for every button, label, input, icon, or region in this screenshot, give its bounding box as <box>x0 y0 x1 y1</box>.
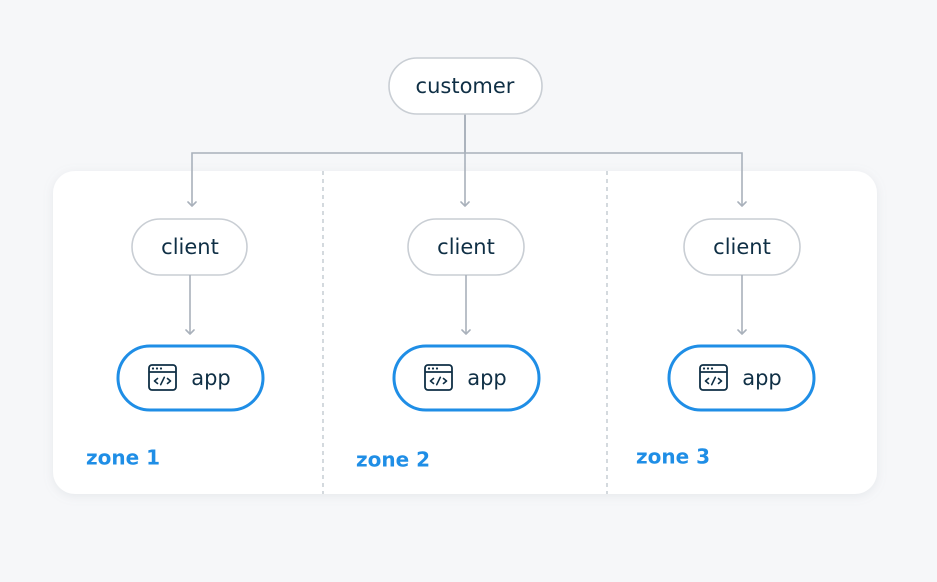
zone-label-1: zone 1 <box>86 446 160 470</box>
zone-label-2: zone 2 <box>356 448 430 472</box>
code-window-icon <box>699 364 728 391</box>
client-label-3: client <box>713 235 771 259</box>
zone-label-3: zone 3 <box>636 445 710 469</box>
customer-node <box>388 57 543 115</box>
app-label-1: app <box>191 366 231 390</box>
code-window-icon <box>148 364 177 391</box>
code-window-icon <box>424 364 453 391</box>
app-node-2 <box>392 344 541 412</box>
customer-to-client-connector-3 <box>464 114 747 207</box>
app-label-2: app <box>467 366 507 390</box>
client-label-2: client <box>437 235 495 259</box>
app-label-3: app <box>742 366 782 390</box>
app-node-3 <box>667 344 816 412</box>
client-label-1: client <box>161 235 219 259</box>
customer-label: customer <box>416 74 515 98</box>
app-node-1 <box>116 344 265 412</box>
